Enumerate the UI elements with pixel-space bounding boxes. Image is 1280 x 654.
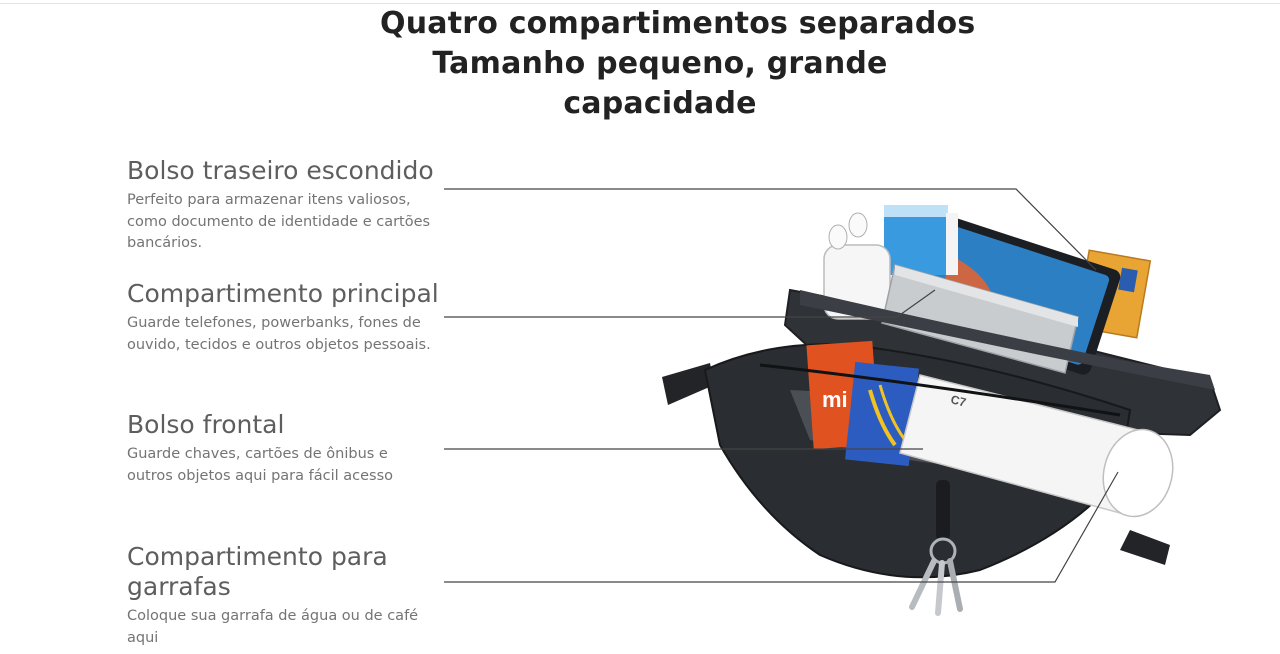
feature-front-pocket: Bolso frontal Guarde chaves, cartões de … (127, 410, 427, 487)
feature-heading-line: Compartimento principal (127, 279, 439, 308)
bag-strap-left (662, 363, 714, 405)
bottle-label: C7 (949, 392, 968, 409)
feature-description-line: Coloque sua garrafa de água ou de café (127, 608, 419, 624)
waist-bag-illustration: mi C7 (662, 205, 1222, 616)
feature-description-line: como documento de identidade e cartões (127, 213, 431, 230)
feature-heading-line: Bolso traseiro escondido (127, 156, 434, 185)
leader-line-bottle (444, 471, 1119, 583)
bag-back-rim (800, 290, 1215, 390)
title-line-2: Tamanho pequeno, grande (432, 46, 888, 81)
feature-description-line: Guarde telefones, powerbanks, fones de (127, 315, 421, 331)
feature-heading-line: Bolso frontal (127, 410, 285, 439)
feature-heading: Compartimento para garrafas (127, 542, 427, 602)
feature-description: Guarde chaves, cartões de ônibus e outro… (127, 444, 427, 487)
feature-description: Guarde telefones, powerbanks, fones de o… (127, 313, 447, 356)
title-line-3: capacidade (563, 86, 757, 121)
transit-card-icon (845, 361, 919, 467)
feature-heading-line: Compartimento para (127, 542, 388, 571)
leader-line-back-pocket (444, 188, 1097, 271)
feature-description: Perfeito para armazenar itens valiosos, … (127, 190, 447, 255)
feature-heading: Bolso traseiro escondido (127, 156, 447, 186)
top-divider (0, 3, 1280, 4)
feature-description-line: Perfeito para armazenar itens valiosos, (127, 192, 411, 208)
feature-description-line: ouvido, tecidos e outros objetos pessoai… (127, 336, 431, 353)
tissue-box-icon (884, 205, 958, 275)
feature-hidden-back-pocket: Bolso traseiro escondido Perfeito para a… (127, 156, 447, 255)
feature-bottle-compartment: Compartimento para garrafas Coloque sua … (127, 542, 427, 649)
feature-heading-line: garrafas (127, 572, 231, 601)
feature-heading: Compartimento principal (127, 279, 447, 309)
page-title: Quatro compartimentos separados Tamanho … (380, 4, 976, 124)
bottle-icon: C7 (899, 374, 1174, 518)
feature-description: Coloque sua garrafa de água ou de café a… (127, 606, 427, 649)
feature-description-line: bancários. (127, 235, 203, 251)
leader-line-main (444, 289, 936, 318)
bag-strap-right (1120, 530, 1170, 565)
feature-heading: Bolso frontal (127, 410, 427, 440)
keychain-icon (909, 480, 963, 616)
feature-description-line: Guarde chaves, cartões de ônibus e (127, 446, 388, 462)
bag-zipper (759, 363, 1121, 417)
feature-main-compartment: Compartimento principal Guarde telefones… (127, 279, 447, 356)
feature-description-line: outros objetos aqui para fácil acesso (127, 467, 394, 484)
mi-card-logo: mi (822, 387, 848, 412)
title-line-1: Quatro compartimentos separados (380, 6, 976, 41)
feature-description-line: aqui (127, 629, 159, 646)
